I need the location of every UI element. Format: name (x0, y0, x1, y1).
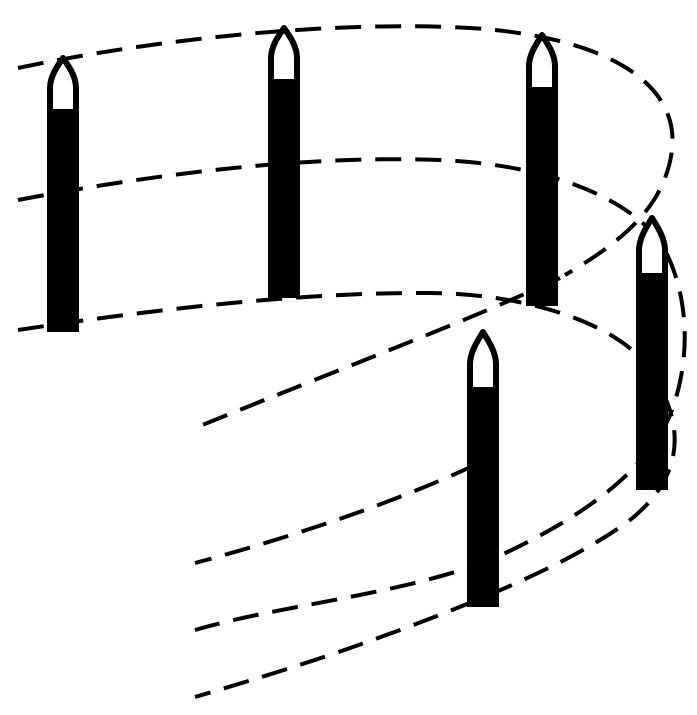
post-cap (467, 329, 499, 393)
post-body (526, 88, 558, 306)
post-4 (636, 215, 668, 490)
post-2 (268, 25, 300, 298)
post-cap (268, 25, 300, 85)
post-body (268, 80, 300, 298)
middle-wire (17, 157, 687, 632)
post-body (636, 270, 668, 490)
post-1 (47, 55, 79, 332)
post-5 (467, 329, 499, 607)
post-3 (526, 32, 558, 306)
front-middle-wire (194, 463, 476, 565)
top-wire (17, 24, 675, 277)
fence-posts (47, 25, 668, 607)
bottom-wire (17, 290, 677, 699)
post-body (47, 110, 79, 332)
front-top-wire (194, 276, 561, 430)
post-cap (47, 55, 79, 115)
post-cap (526, 32, 558, 93)
post-cap (636, 215, 668, 279)
post-body (467, 385, 499, 607)
fence-wires (17, 24, 687, 699)
